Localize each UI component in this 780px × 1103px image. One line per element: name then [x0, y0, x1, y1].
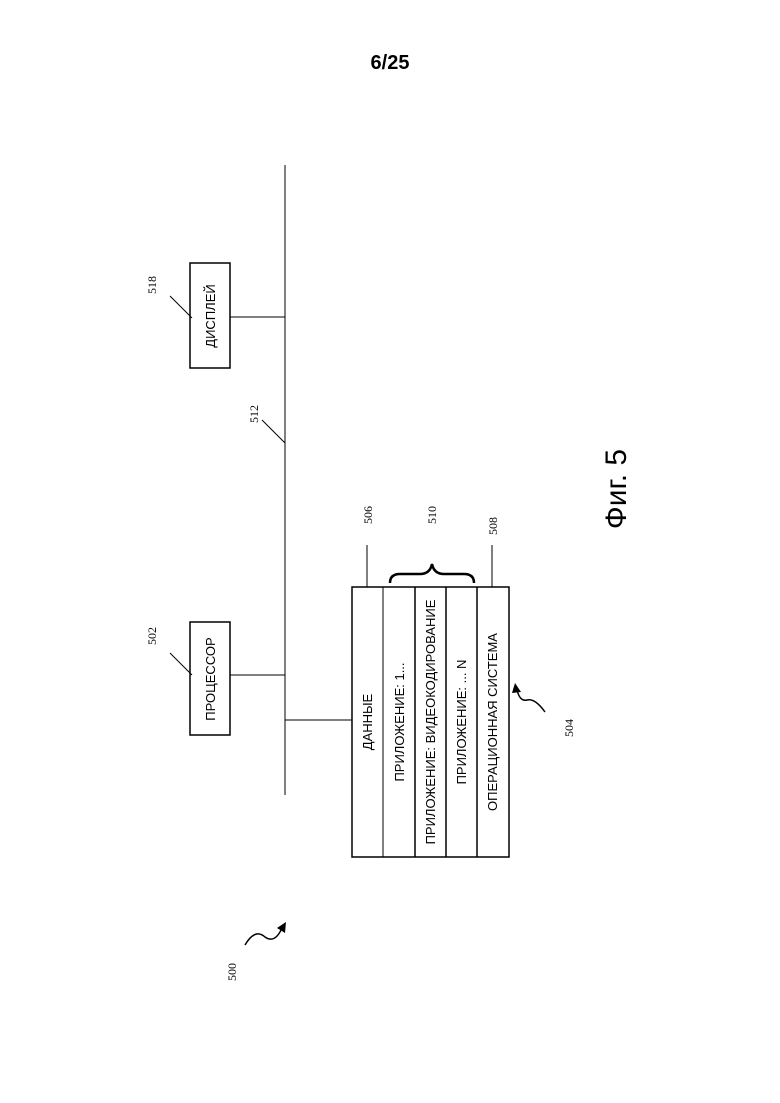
data-ref-label: 506 [361, 506, 375, 524]
figure-caption: Фиг. 5 [600, 449, 633, 529]
display-label: ДИСПЛЕЙ [203, 284, 218, 347]
apps-brace [390, 564, 474, 583]
system-ref-arrowhead [277, 922, 286, 933]
apps-group-ref-label: 510 [425, 506, 439, 524]
memory-row-app-1: ПРИЛОЖЕНИЕ: 1... [392, 662, 407, 781]
system-ref-arrow [245, 928, 282, 945]
memory-ref-arrow [517, 690, 545, 712]
memory-row-app-video: ПРИЛОЖЕНИЕ: ВИДЕОКОДИРОВАНИЕ [423, 599, 438, 844]
processor-ref-label: 502 [145, 627, 159, 645]
bus-ref-label: 512 [247, 405, 261, 423]
memory-ref-label: 504 [562, 719, 576, 737]
system-ref-label: 500 [225, 963, 239, 981]
memory-row-os: ОПЕРАЦИОННАЯ СИСТЕМА [485, 633, 500, 811]
processor-label: ПРОЦЕССОР [203, 637, 218, 720]
processor-ref-leader [170, 653, 192, 675]
memory-row-app-n: ПРИЛОЖЕНИЕ: ... N [454, 660, 469, 785]
memory-ref-arrowhead [512, 683, 521, 693]
bus-ref-leader [262, 420, 285, 443]
display-ref-leader [170, 296, 192, 318]
os-ref-label: 508 [486, 517, 500, 535]
memory-row-data: ДАННЫЕ [360, 693, 375, 750]
display-ref-label: 518 [145, 276, 159, 294]
